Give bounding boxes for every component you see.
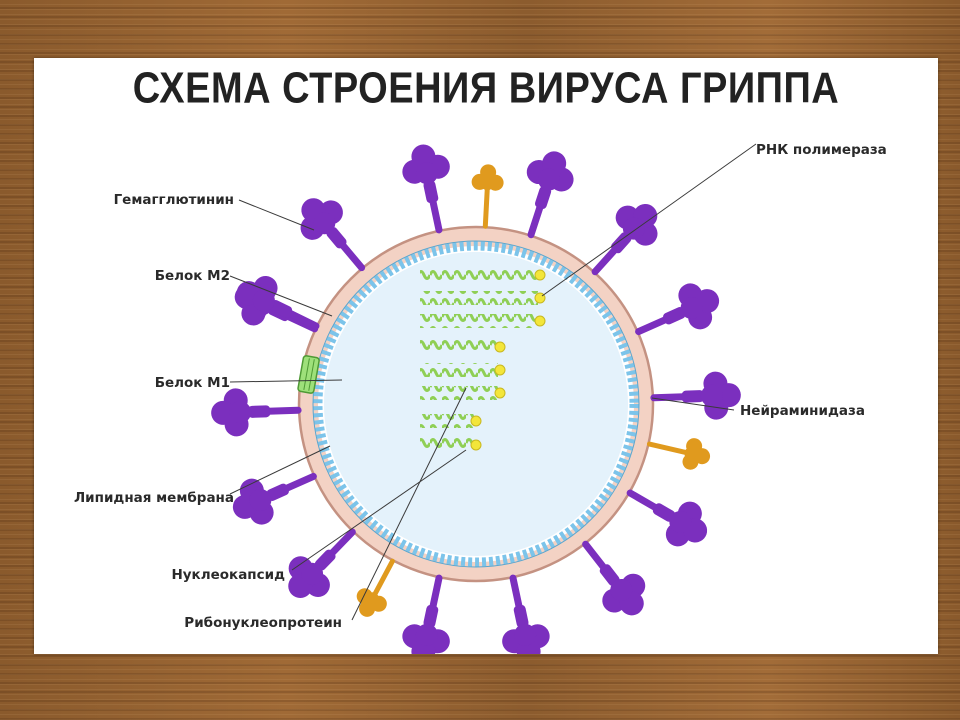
diagram-title: СХЕМА СТРОЕНИЯ ВИРУСА ГРИППА bbox=[132, 64, 840, 114]
diagram-card: СХЕМА СТРОЕНИЯ ВИРУСА ГРИППА bbox=[34, 58, 938, 654]
leader-lines bbox=[229, 143, 757, 621]
label-rna-polymerase: РНК полимераза bbox=[756, 142, 887, 158]
virus-core bbox=[324, 252, 628, 556]
label-m1: Белок М1 bbox=[155, 375, 230, 391]
label-neuraminidase: Нейраминидаза bbox=[740, 403, 865, 419]
label-m2: Белок М2 bbox=[155, 268, 230, 284]
virus-diagram: Гемагглютинин Белок М2 Белок М1 Липидная… bbox=[74, 58, 887, 654]
label-nucleocapsid: Нуклеокапсид bbox=[171, 567, 285, 583]
label-hemagglutinin: Гемагглютинин bbox=[114, 192, 234, 208]
label-ribonucleoprotein: Рибонуклеопротеин bbox=[184, 615, 342, 631]
m2-channel bbox=[297, 355, 320, 394]
ribonucleoprotein-strands bbox=[420, 268, 546, 452]
label-lipid-membrane: Липидная мембрана bbox=[74, 490, 234, 506]
